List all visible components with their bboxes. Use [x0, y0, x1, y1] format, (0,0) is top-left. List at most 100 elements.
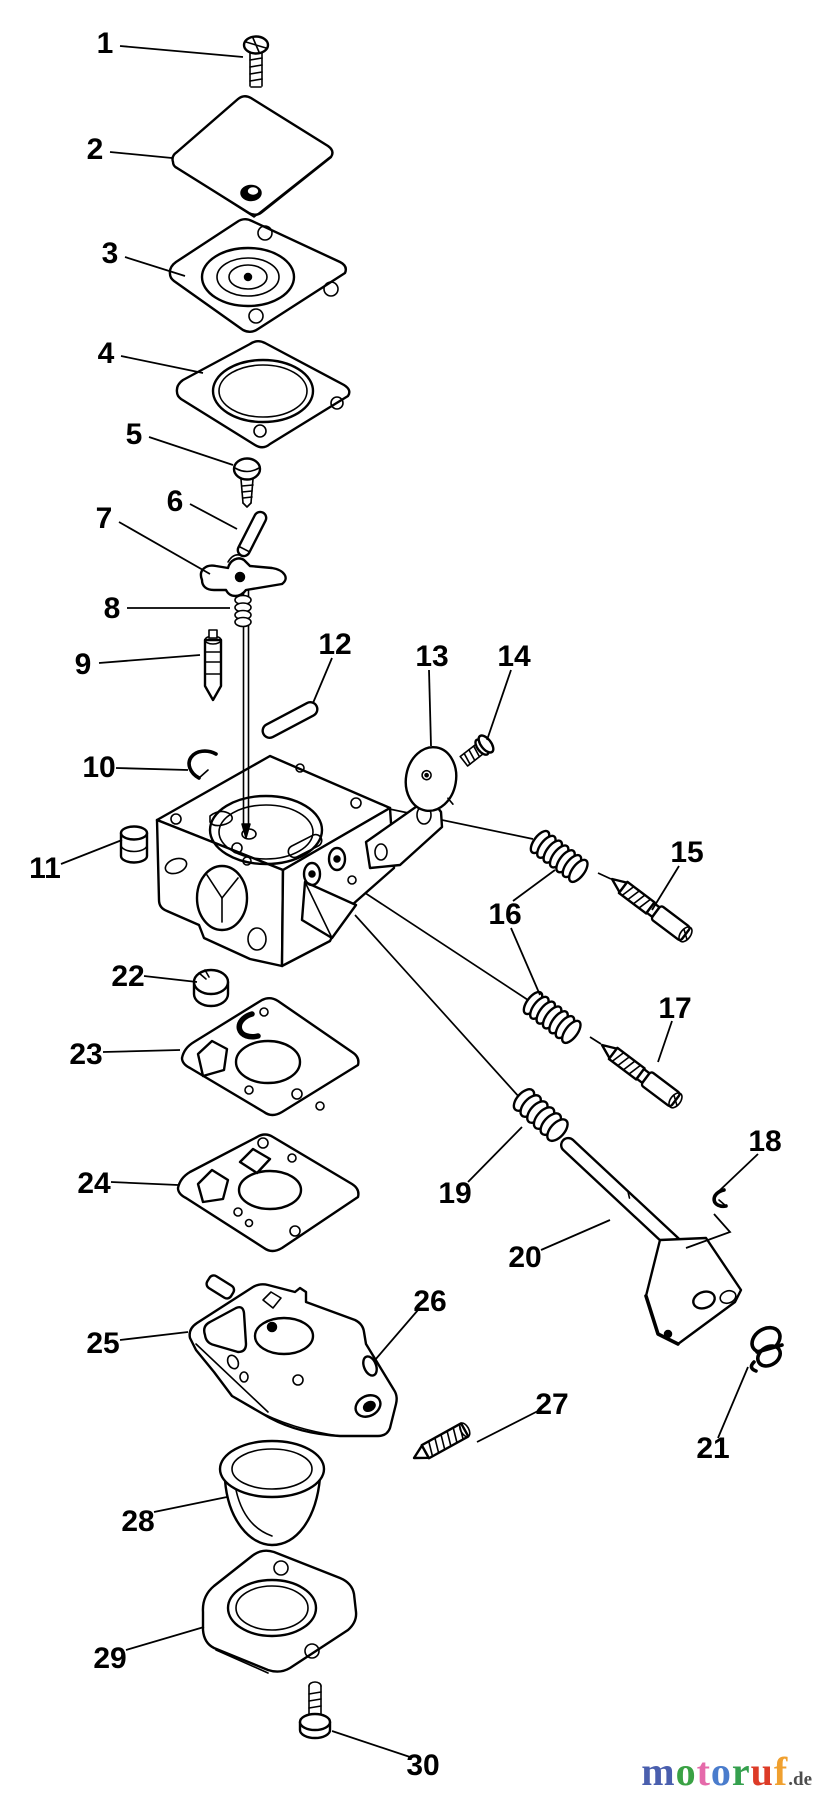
part-23-gasket — [180, 997, 360, 1117]
callout-10-label: 10 — [82, 751, 115, 784]
callout-14-label: 14 — [497, 640, 531, 673]
callout-28-label: 28 — [121, 1505, 154, 1538]
part-9-inlet-needle — [203, 629, 223, 702]
part-10-clip — [187, 749, 218, 780]
callout-19-label: 19 — [438, 1177, 471, 1210]
callout-27-leader — [476, 1410, 539, 1443]
callout-15-label: 15 — [670, 836, 703, 869]
part-21-swivel — [749, 1325, 784, 1373]
part-22-cap — [192, 968, 230, 1008]
callout-2-leader — [109, 151, 173, 159]
callout-27-label: 27 — [535, 1388, 568, 1421]
motoruf-logo[interactable]: motoruf.de — [641, 1752, 812, 1792]
part-18-clip — [685, 1188, 732, 1249]
part-13-disc — [404, 745, 458, 813]
callout-18-label: 18 — [748, 1125, 781, 1158]
callout-24-leader — [110, 1181, 179, 1186]
part-3-diaphragm-plate — [168, 218, 348, 333]
part-27-screw — [412, 1422, 471, 1460]
callout-3-label: 3 — [102, 237, 119, 270]
callout-20-leader — [540, 1219, 611, 1251]
callout-1-label: 1 — [97, 27, 114, 60]
callout-12-label: 12 — [318, 628, 351, 661]
callout-25-label: 25 — [86, 1327, 119, 1360]
part-19-spring — [512, 1088, 569, 1143]
part-11-plug — [119, 825, 149, 864]
callout-21-leader — [717, 1366, 749, 1439]
callout-26-label: 26 — [413, 1285, 446, 1318]
callout-10-leader — [115, 767, 189, 771]
part-20-throttle-shaft — [559, 1136, 743, 1346]
part-7-metering-lever — [199, 554, 287, 598]
part-5-screw — [232, 457, 262, 508]
callout-6-leader — [189, 503, 238, 530]
callout-21-label: 21 — [696, 1432, 729, 1465]
part-17-adjust-needle — [600, 1043, 683, 1109]
callout-24-label: 24 — [77, 1167, 111, 1200]
logo-letter-2: t — [696, 1749, 711, 1794]
part-16-spring-upper — [529, 829, 589, 884]
needle-rod — [241, 589, 251, 839]
part-29-gasket — [201, 1549, 358, 1674]
part-24-pump-gasket — [176, 1133, 360, 1253]
callout-9-label: 9 — [75, 648, 92, 681]
part-12-pad — [261, 701, 319, 739]
callout-2-label: 2 — [87, 133, 104, 166]
callout-23-label: 23 — [69, 1038, 102, 1071]
logo-letter-1: o — [675, 1749, 697, 1794]
part-26-seal — [362, 1355, 378, 1377]
callout-22-label: 22 — [111, 960, 144, 993]
motoruf-domain-suffix: .de — [788, 1769, 812, 1790]
callout-28-leader — [153, 1496, 228, 1513]
callout-3-leader — [124, 256, 186, 277]
callout-29-label: 29 — [93, 1642, 126, 1675]
callout-1-leader — [119, 45, 244, 58]
callout-16-leader — [510, 927, 541, 996]
motoruf-wordmark: motoruf — [641, 1749, 788, 1794]
part-1-screw — [242, 35, 270, 88]
part-8-spring — [234, 594, 252, 628]
callout-25-leader — [119, 1331, 189, 1341]
logo-letter-5: u — [750, 1749, 774, 1794]
callout-23-leader — [102, 1049, 181, 1053]
callout-4-leader — [120, 355, 204, 374]
part-2-pump-cover — [171, 95, 334, 218]
callout-12-leader — [312, 657, 333, 704]
logo-letter-6: f — [773, 1749, 789, 1794]
part-6-pivot-pin — [236, 510, 268, 558]
callout-17-label: 17 — [658, 992, 691, 1025]
part-25-pump-body — [188, 1274, 398, 1438]
logo-letter-3: o — [710, 1749, 732, 1794]
callout-8-label: 8 — [104, 592, 121, 625]
callout-5-leader — [148, 436, 234, 466]
callout-7-label: 7 — [96, 502, 113, 535]
callout-17-leader — [657, 1020, 673, 1063]
callout-16-label: 16 — [488, 898, 521, 931]
callout-11-label: 11 — [29, 852, 61, 885]
part-4-gasket — [175, 340, 351, 449]
callout-9-leader — [98, 654, 201, 664]
callout-15-leader — [651, 865, 680, 911]
callout-29-leader — [125, 1626, 205, 1651]
part-30-screw — [298, 1681, 332, 1740]
callout-30-label: 30 — [406, 1749, 439, 1782]
callout-4-label: 4 — [98, 337, 115, 370]
callout-13-label: 13 — [415, 640, 448, 673]
callout-22-leader — [143, 975, 198, 983]
callout-26-leader — [374, 1309, 419, 1361]
carburetor-body — [155, 754, 444, 968]
part-28-primer-cup — [218, 1439, 326, 1547]
callout-19-leader — [467, 1126, 523, 1183]
callout-13-leader — [428, 669, 432, 747]
callout-5-label: 5 — [126, 418, 143, 451]
callout-7-leader — [118, 521, 211, 575]
callout-14-leader — [486, 669, 512, 741]
callout-18-leader — [717, 1153, 759, 1193]
callout-20-label: 20 — [508, 1241, 541, 1274]
logo-letter-0: m — [641, 1749, 676, 1794]
part-16-spring-lower — [522, 990, 582, 1045]
part-14-screw — [459, 734, 495, 767]
